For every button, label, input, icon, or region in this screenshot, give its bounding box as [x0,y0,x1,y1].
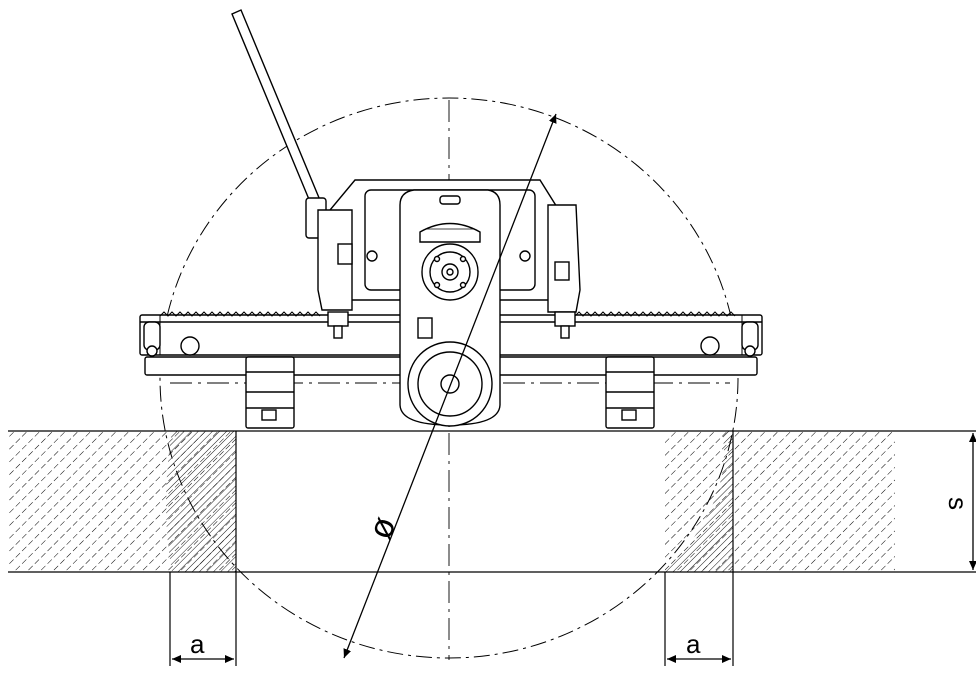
overcut-left [166,431,236,572]
dimension-edge-offset-left: a [169,572,237,666]
wall-saw-machine [139,9,763,429]
wall-section-hatched [8,430,895,573]
diameter-label: ø [361,511,404,544]
offset-left-label: a [190,629,205,659]
rail-feet [245,356,655,429]
dimension-edge-offset-right: a [664,572,734,666]
dimension-cut-depth: s [895,430,976,573]
overcut-right [665,431,733,572]
offset-right-label: a [686,629,701,659]
handle-lever [231,9,327,239]
saw-arm-gearbox [399,189,501,427]
depth-label: s [943,497,973,510]
